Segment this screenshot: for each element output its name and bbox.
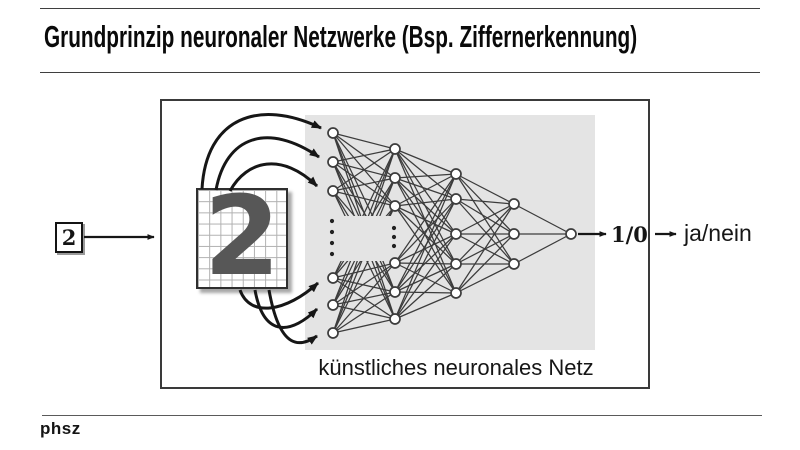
net-link bbox=[394, 173, 457, 320]
net-link bbox=[455, 203, 515, 294]
net-link bbox=[394, 173, 457, 207]
elision-dot bbox=[329, 229, 335, 235]
net-link bbox=[394, 263, 457, 293]
net-link bbox=[394, 173, 457, 179]
net-link bbox=[394, 205, 457, 235]
net-link bbox=[394, 173, 457, 293]
net-link bbox=[455, 198, 515, 205]
net-link bbox=[394, 233, 457, 320]
net-link bbox=[332, 190, 396, 293]
net-link bbox=[332, 318, 396, 334]
net-node-hidden-1 bbox=[389, 286, 401, 298]
net-caption: künstliches neuronales Netz bbox=[318, 355, 594, 380]
net-link bbox=[394, 198, 457, 264]
net-link bbox=[455, 203, 515, 235]
net-link bbox=[394, 233, 457, 293]
net-node-hidden-1 bbox=[389, 143, 401, 155]
net-link bbox=[332, 148, 396, 163]
pixel-arrow bbox=[214, 136, 320, 191]
pixel-arrow bbox=[228, 162, 319, 192]
net-node-input bbox=[327, 327, 339, 339]
links-group bbox=[394, 148, 572, 320]
net-link bbox=[394, 148, 457, 200]
net-link bbox=[394, 263, 457, 320]
net-link bbox=[455, 198, 515, 235]
pixel-grid-digit: 2 bbox=[203, 188, 281, 289]
net-link bbox=[332, 148, 396, 192]
pixel-arrow bbox=[267, 289, 318, 345]
net-node-hidden-2 bbox=[450, 168, 462, 180]
elision-dot bbox=[329, 251, 335, 257]
net-node-hidden-1 bbox=[389, 313, 401, 325]
net-link bbox=[455, 173, 515, 235]
net-link bbox=[332, 148, 396, 306]
net-node-input bbox=[327, 156, 339, 168]
input-digit-box: 2 bbox=[55, 222, 83, 253]
net-link bbox=[394, 177, 457, 265]
net-link bbox=[332, 161, 396, 293]
result-label: ja/nein bbox=[684, 220, 752, 246]
net-link bbox=[394, 173, 457, 264]
output-value: 1/0 bbox=[611, 222, 648, 247]
elision-dot bbox=[329, 218, 335, 224]
net-link bbox=[332, 262, 396, 334]
net-link bbox=[394, 292, 457, 320]
elision-dot bbox=[391, 243, 397, 249]
footer-rule bbox=[42, 415, 762, 416]
pixel-arrow bbox=[238, 281, 320, 310]
net-link bbox=[394, 233, 457, 264]
net-link bbox=[394, 198, 457, 320]
pixel-grid-box: 2 bbox=[196, 188, 288, 289]
pixel-arrow bbox=[200, 113, 322, 190]
net-node-hidden-1 bbox=[389, 200, 401, 212]
net-node-input bbox=[327, 272, 339, 284]
net-link bbox=[513, 233, 572, 265]
slide-title: Grundprinzip neuronaler Netzwerke (Bsp. … bbox=[44, 19, 638, 54]
net-node-hidden-1 bbox=[389, 172, 401, 184]
net-node-hidden-3 bbox=[508, 258, 520, 270]
net-node-hidden-3 bbox=[508, 228, 520, 240]
net-node-hidden-2 bbox=[450, 193, 462, 205]
net-link bbox=[394, 205, 457, 265]
net-node-input bbox=[327, 185, 339, 197]
net-link bbox=[394, 177, 457, 235]
net-node-hidden-2 bbox=[450, 228, 462, 240]
net-node-input bbox=[327, 299, 339, 311]
net-link bbox=[332, 132, 396, 150]
net-link bbox=[455, 203, 515, 265]
net-node-hidden-2 bbox=[450, 287, 462, 299]
net-link bbox=[332, 161, 396, 320]
net-link bbox=[332, 262, 396, 306]
elision-dot bbox=[329, 240, 335, 246]
elision-dot bbox=[391, 225, 397, 231]
net-link bbox=[394, 148, 457, 175]
net-link bbox=[394, 177, 457, 200]
input-digit: 2 bbox=[61, 225, 77, 250]
net-link bbox=[332, 291, 396, 334]
net-link bbox=[394, 205, 457, 294]
elision-dot bbox=[391, 234, 397, 240]
net-link bbox=[455, 263, 515, 294]
title-rule-bottom bbox=[40, 72, 760, 73]
footer-logo: phsz bbox=[40, 419, 81, 438]
net-link bbox=[455, 198, 515, 265]
net-node-hidden-1 bbox=[389, 257, 401, 269]
title-rule-top bbox=[40, 8, 760, 9]
net-link bbox=[394, 198, 457, 207]
net-link bbox=[394, 291, 457, 294]
input-links-group bbox=[332, 132, 396, 334]
net-link bbox=[513, 203, 572, 235]
net-node-hidden-3 bbox=[508, 198, 520, 210]
net-node-output bbox=[565, 228, 577, 240]
net-link bbox=[455, 173, 515, 205]
net-link bbox=[332, 190, 396, 320]
net-node-hidden-2 bbox=[450, 258, 462, 270]
net-node-input bbox=[327, 127, 339, 139]
net-link bbox=[455, 233, 515, 294]
